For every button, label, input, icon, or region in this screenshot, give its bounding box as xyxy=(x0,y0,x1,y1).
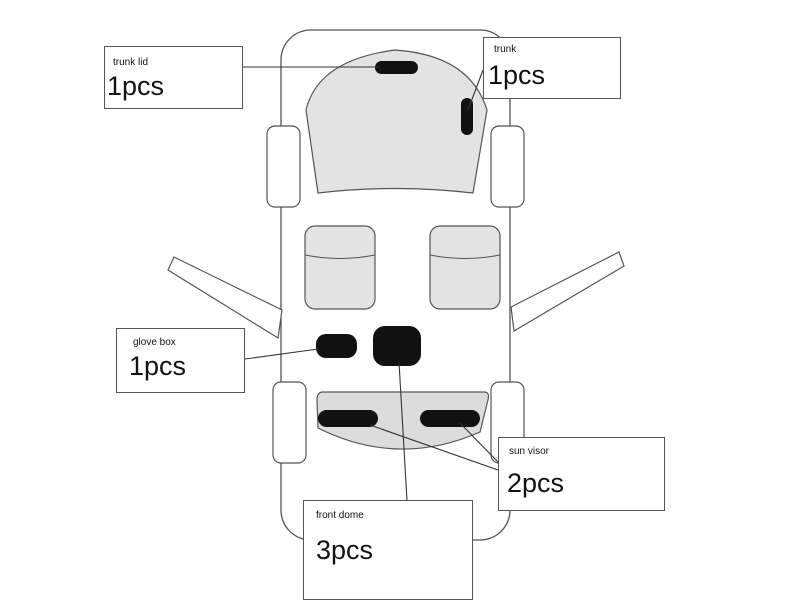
callout-front-dome: front dome 3pcs xyxy=(303,500,473,600)
trunk-light xyxy=(461,98,473,135)
rear-window-panel xyxy=(305,49,488,194)
wheel-front-left xyxy=(272,381,307,464)
callout-label: trunk xyxy=(494,44,517,55)
trunk-lid-light xyxy=(375,61,418,74)
callout-trunk: trunk 1pcs xyxy=(483,37,621,99)
seat-left xyxy=(304,225,376,310)
callout-trunk-lid: trunk lid 1pcs xyxy=(104,46,243,109)
callout-glove-box: glove box 1pcs xyxy=(116,328,245,393)
seat-right xyxy=(429,225,501,310)
callout-label: trunk lid xyxy=(113,57,149,68)
callout-quantity: 1pcs xyxy=(488,60,546,90)
front-dome-light xyxy=(373,326,421,366)
callout-sun-visor: sun visor 2pcs xyxy=(498,437,665,511)
glove-box-light xyxy=(316,334,357,358)
leader-lines xyxy=(243,66,499,519)
callout-label: glove box xyxy=(133,337,176,348)
callout-quantity: 1pcs xyxy=(129,351,187,381)
wheel-rear-right xyxy=(490,125,525,208)
callout-label: front dome xyxy=(316,510,364,521)
sun-visor-light-right xyxy=(420,410,480,427)
callout-quantity: 2pcs xyxy=(507,468,565,498)
callout-label: sun visor xyxy=(509,446,550,457)
callout-quantity: 3pcs xyxy=(316,535,374,565)
wheel-rear-left xyxy=(266,125,301,208)
callout-quantity: 1pcs xyxy=(107,71,165,101)
mirror-right xyxy=(510,251,625,332)
mirror-left xyxy=(167,256,283,339)
sun-visor-light-left xyxy=(318,410,378,427)
